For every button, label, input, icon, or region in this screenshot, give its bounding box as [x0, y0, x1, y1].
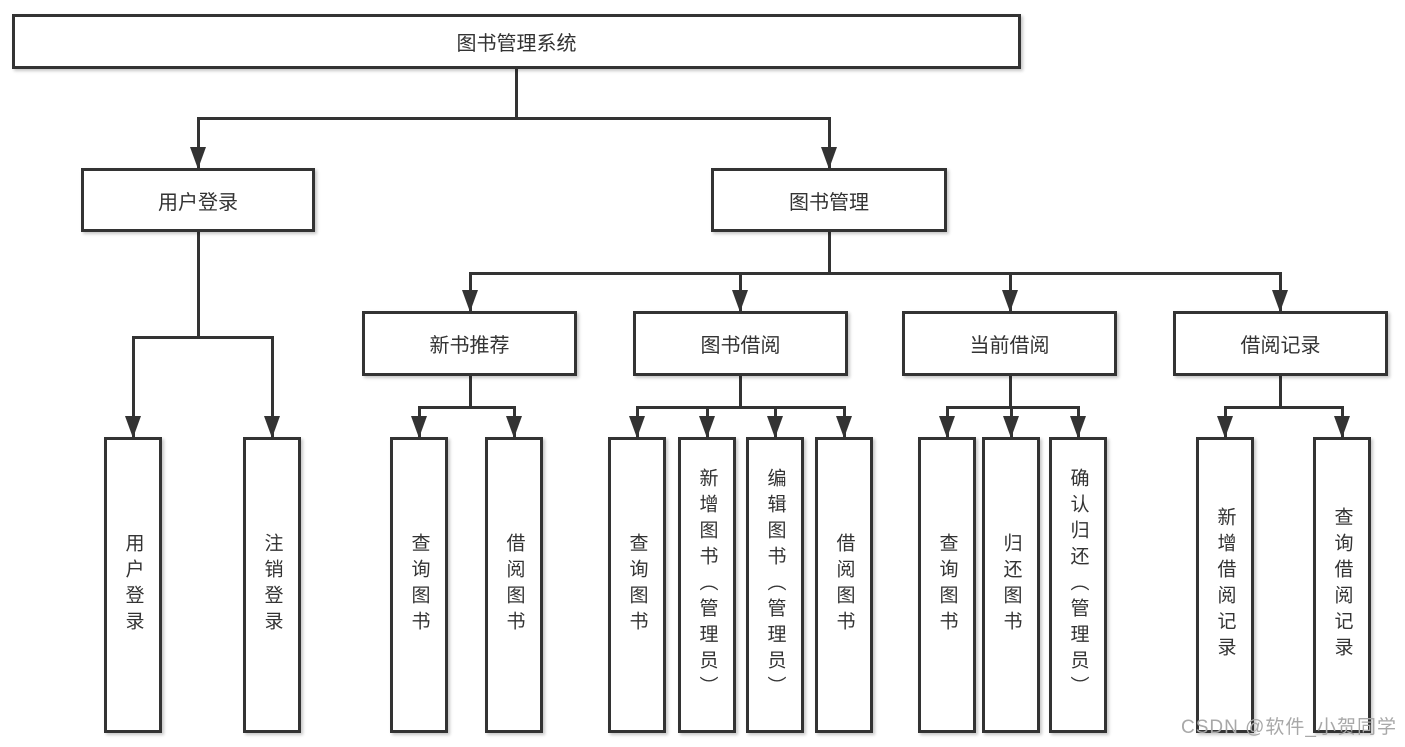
arrow-down-icon	[699, 416, 715, 438]
node-borrow-records: 借阅记录	[1173, 311, 1388, 376]
node-book-borrow: 图书借阅	[633, 311, 848, 376]
arrow-down-icon	[1070, 416, 1086, 438]
leaf-newbook-query-books: 查询图书	[390, 437, 448, 733]
node-borrow-records-label: 借阅记录	[1240, 335, 1321, 357]
connector-parent-line	[468, 376, 472, 409]
watermark: CSDN @软件_小贺同学	[1181, 717, 1397, 738]
arrow-down-icon	[411, 416, 427, 438]
leaf-newbook-borrow-books: 借阅图书	[485, 437, 543, 733]
node-book-management: 图书管理	[711, 168, 947, 232]
arrow-down-icon	[462, 290, 478, 312]
connector-child-line	[270, 336, 274, 437]
leaf-logout-label: 注销登录	[261, 533, 283, 637]
leaf-user-login-label: 用户登录	[122, 533, 144, 637]
connector-branch-line	[131, 336, 274, 339]
leaf-records-add-record: 新增借阅记录	[1196, 437, 1254, 733]
connector-parent-line	[196, 232, 200, 339]
arrow-down-icon	[939, 416, 955, 438]
arrow-down-icon	[767, 416, 783, 438]
node-root: 图书管理系统	[12, 14, 1021, 69]
leaf-borrow-add-books-admin-label: 新增图书（管理员）	[696, 468, 718, 702]
node-book-borrow-label: 图书借阅	[700, 335, 781, 357]
node-current-borrow: 当前借阅	[902, 311, 1117, 376]
leaf-newbook-query-books-label: 查询图书	[408, 533, 430, 637]
leaf-borrow-edit-books-admin-label: 编辑图书（管理员）	[764, 468, 786, 702]
arrow-down-icon	[264, 416, 280, 438]
arrow-down-icon	[629, 416, 645, 438]
connector-branch-line	[945, 406, 1080, 409]
connector-parent-line	[514, 68, 518, 120]
leaf-current-confirm-return-admin-label: 确认归还（管理员）	[1067, 468, 1089, 702]
node-root-label: 图书管理系统	[456, 33, 577, 55]
arrow-down-icon	[1334, 416, 1350, 438]
connector-branch-line	[417, 406, 516, 409]
arrow-down-icon	[1217, 416, 1233, 438]
leaf-borrow-edit-books-admin: 编辑图书（管理员）	[746, 437, 804, 733]
connector-parent-line	[1008, 376, 1012, 409]
connector-parent-line	[1278, 376, 1282, 409]
connector-child-line	[131, 336, 135, 437]
arrow-down-icon	[1002, 290, 1018, 312]
node-user-login-label: 用户登录	[158, 191, 238, 214]
connector-branch-line	[196, 117, 831, 120]
leaf-current-return-books: 归还图书	[982, 437, 1040, 733]
node-new-book-recommend: 新书推荐	[362, 311, 577, 376]
leaf-current-return-books-label: 归还图书	[1000, 533, 1022, 637]
node-current-borrow-label: 当前借阅	[969, 335, 1050, 357]
arrow-down-icon	[1272, 290, 1288, 312]
node-user-login: 用户登录	[81, 168, 315, 232]
leaf-records-query-record-label: 查询借阅记录	[1331, 507, 1353, 663]
node-new-book-recommend-label: 新书推荐	[429, 335, 510, 357]
leaf-current-confirm-return-admin: 确认归还（管理员）	[1049, 437, 1107, 733]
leaf-borrow-borrow-books-label: 借阅图书	[833, 533, 855, 637]
leaf-borrow-query-books: 查询图书	[608, 437, 666, 733]
connector-branch-line	[1223, 406, 1344, 409]
connector-branch-line	[635, 406, 846, 409]
arrow-down-icon	[836, 416, 852, 438]
connector-child-line	[827, 117, 831, 168]
connector-parent-line	[738, 376, 742, 409]
leaf-borrow-query-books-label: 查询图书	[626, 533, 648, 637]
arrow-down-icon	[732, 290, 748, 312]
connector-parent-line	[827, 232, 831, 275]
leaf-records-query-record: 查询借阅记录	[1313, 437, 1371, 733]
leaf-current-query-books: 查询图书	[918, 437, 976, 733]
arrow-down-icon	[1003, 416, 1019, 438]
leaf-borrow-borrow-books: 借阅图书	[815, 437, 873, 733]
leaf-current-query-books-label: 查询图书	[936, 533, 958, 637]
arrow-down-icon	[506, 416, 522, 438]
leaf-user-login: 用户登录	[104, 437, 162, 733]
leaf-newbook-borrow-books-label: 借阅图书	[503, 533, 525, 637]
arrow-down-icon	[821, 147, 837, 169]
node-book-management-label: 图书管理	[789, 191, 869, 214]
leaf-records-add-record-label: 新增借阅记录	[1214, 507, 1236, 663]
connector-branch-line	[468, 272, 1282, 275]
leaf-logout: 注销登录	[243, 437, 301, 733]
arrow-down-icon	[125, 416, 141, 438]
arrow-down-icon	[190, 147, 206, 169]
leaf-borrow-add-books-admin: 新增图书（管理员）	[678, 437, 736, 733]
connector-child-line	[196, 117, 200, 168]
